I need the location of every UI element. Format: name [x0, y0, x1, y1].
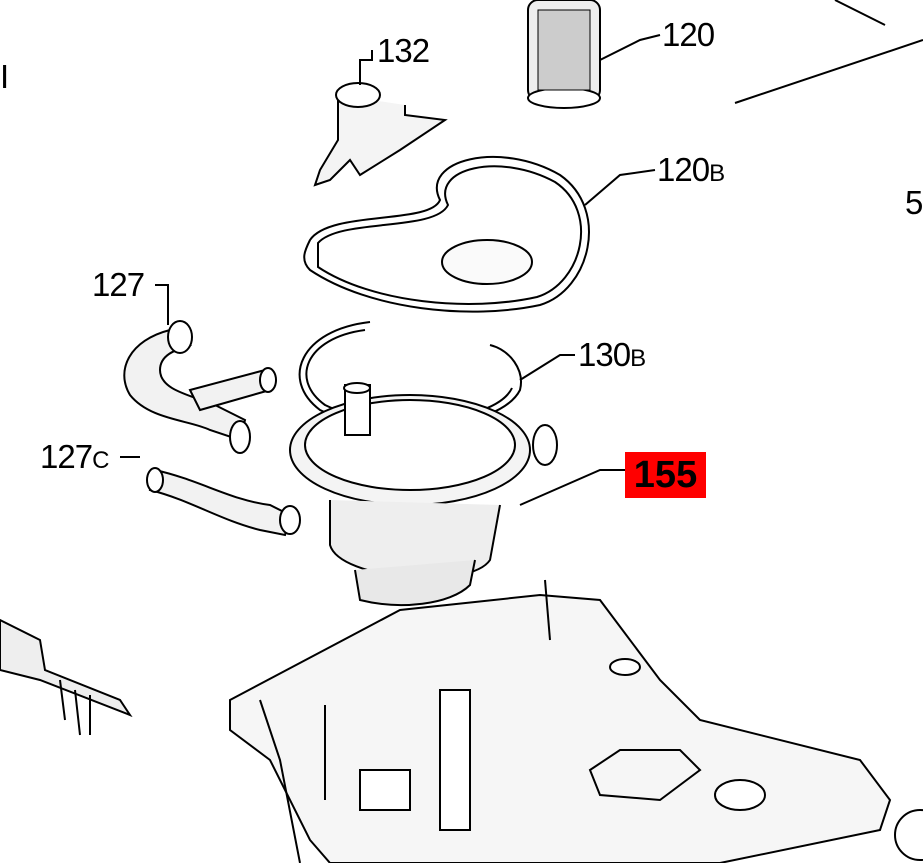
- wire-connector: [0, 618, 133, 736]
- label-120[interactable]: 120: [662, 16, 715, 53]
- edge-label-left: I: [0, 58, 9, 95]
- label-120b[interactable]: 120B: [657, 151, 725, 188]
- part-127c-hose: [120, 456, 301, 537]
- label-130b-suffix: B: [630, 345, 646, 372]
- edge-label-right: 5: [905, 184, 923, 221]
- label-127c-suffix: C: [92, 447, 109, 474]
- part-155-sump: [289, 382, 625, 606]
- label-132[interactable]: 132: [377, 32, 430, 69]
- base-frame: [229, 579, 892, 863]
- label-127[interactable]: 127: [92, 266, 145, 303]
- part-120-filter: [527, 0, 661, 109]
- label-130b-number: 130: [578, 336, 631, 373]
- part-132-valve: [313, 50, 448, 187]
- base-plate-edge: [734, 0, 923, 104]
- label-120b-suffix: B: [709, 160, 725, 187]
- label-127c-number: 127: [40, 438, 93, 475]
- label-155-highlighted[interactable]: 155: [625, 452, 706, 498]
- label-130b[interactable]: 130B: [578, 336, 646, 373]
- part-127-hose: [123, 284, 277, 454]
- label-120b-number: 120: [657, 151, 710, 188]
- label-127c[interactable]: 127C: [40, 438, 109, 475]
- part-120b-seal: [303, 156, 656, 313]
